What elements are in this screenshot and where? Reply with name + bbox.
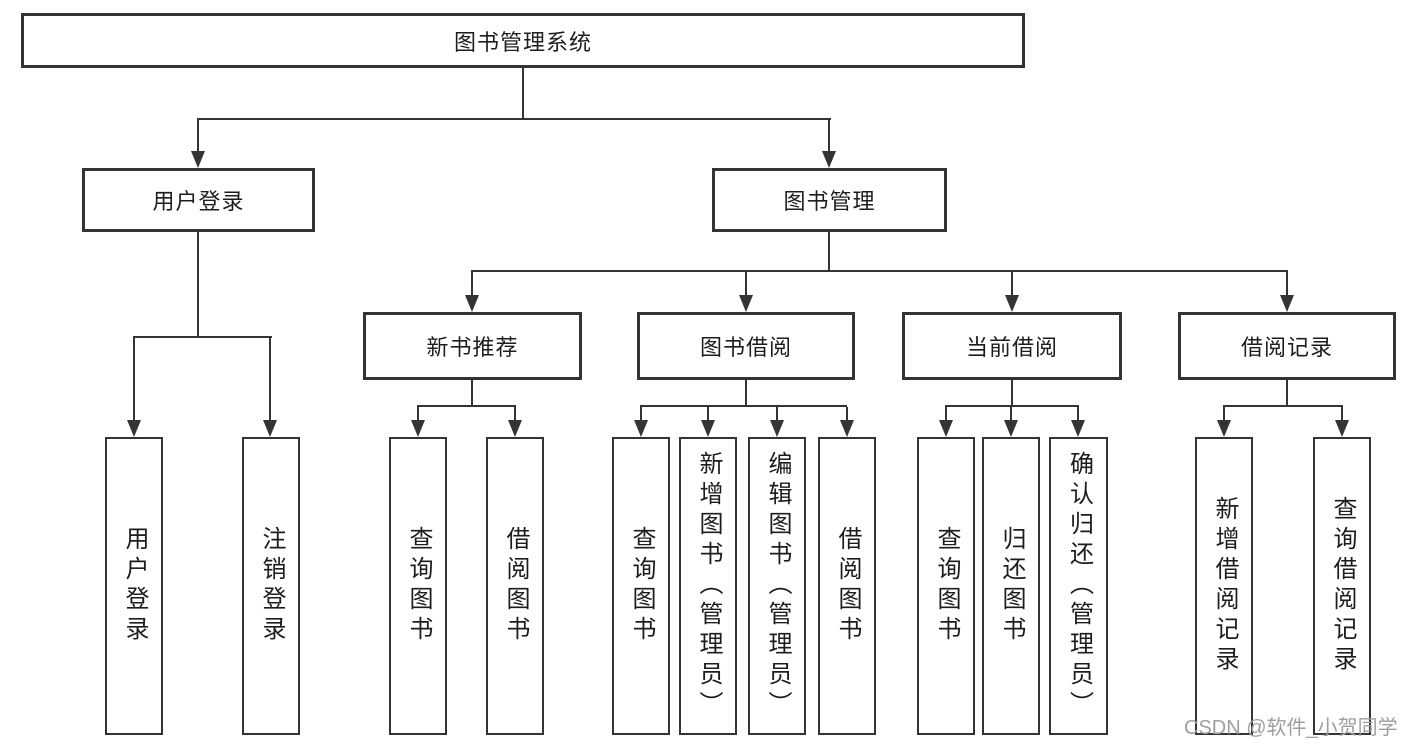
- arrow-down-icon: [822, 151, 836, 168]
- connector-mgmt-stub-1: [471, 272, 473, 295]
- connector-records-vline: [1286, 380, 1288, 405]
- connector-recommend-stub-2: [514, 407, 516, 420]
- leaf-logout-login-label: 注销登录: [258, 526, 285, 646]
- node-book-borrowing-label: 图书借阅: [699, 335, 792, 360]
- node-root-label: 图书管理系统: [453, 29, 592, 55]
- connector-current-hline: [945, 405, 1079, 407]
- leaf-query-books-current: 查询图书: [917, 437, 975, 735]
- arrow-down-icon: [739, 295, 753, 312]
- leaf-borrow-books-recommend-label: 借阅图书: [502, 526, 529, 646]
- node-user-login-label: 用户登录: [152, 189, 245, 214]
- connector-root-stub-right: [828, 120, 830, 152]
- connector-mgmt-stub-4: [1286, 272, 1288, 295]
- connector-recommend-stub-1: [417, 407, 419, 420]
- leaf-user-login: 用户登录: [105, 437, 163, 735]
- node-new-book-recommend-label: 新书推荐: [426, 335, 519, 360]
- leaf-borrow-books-borrow: 借阅图书: [818, 437, 876, 735]
- connector-current-vline: [1011, 380, 1013, 405]
- arrow-down-icon: [1005, 295, 1019, 312]
- connector-current-stub-2: [1010, 407, 1012, 420]
- connector-root-vline: [522, 68, 524, 118]
- csdn-watermark: CSDN @软件_小贺同学: [1184, 717, 1398, 739]
- arrow-down-icon: [1071, 420, 1085, 437]
- connector-login-stub-1: [133, 338, 135, 420]
- arrow-down-icon: [1004, 420, 1018, 437]
- connector-current-stub-1: [945, 407, 947, 420]
- connector-borrowing-stub-1: [640, 407, 642, 420]
- leaf-query-borrow-record-label: 查询借阅记录: [1329, 496, 1356, 676]
- arrow-down-icon: [1217, 420, 1231, 437]
- leaf-borrow-books-borrow-label: 借阅图书: [834, 526, 861, 646]
- leaf-logout-login: 注销登录: [242, 437, 300, 735]
- leaf-query-books-recommend: 查询图书: [389, 437, 447, 735]
- leaf-add-borrow-record-label: 新增借阅记录: [1211, 496, 1238, 676]
- node-book-borrowing: 图书借阅: [637, 312, 855, 380]
- leaf-add-books-admin-label: 新增图书（管理员）: [695, 451, 722, 721]
- leaf-query-books-current-label: 查询图书: [933, 526, 960, 646]
- leaf-user-login-label: 用户登录: [121, 526, 148, 646]
- arrow-down-icon: [263, 420, 277, 437]
- node-borrow-records: 借阅记录: [1178, 312, 1396, 380]
- node-root: 图书管理系统: [21, 13, 1025, 68]
- connector-mgmt-hline: [471, 270, 1288, 272]
- node-current-borrowing: 当前借阅: [902, 312, 1122, 380]
- leaf-add-borrow-record: 新增借阅记录: [1195, 437, 1253, 735]
- connector-records-stub-2: [1341, 407, 1343, 420]
- arrow-down-icon: [508, 420, 522, 437]
- connector-mgmt-stub-2: [745, 272, 747, 295]
- arrow-down-icon: [770, 420, 784, 437]
- connector-records-hline: [1223, 405, 1343, 407]
- connector-root-hline: [197, 118, 831, 120]
- node-borrow-records-label: 借阅记录: [1240, 335, 1333, 360]
- arrow-down-icon: [634, 420, 648, 437]
- leaf-return-books: 归还图书: [982, 437, 1040, 735]
- arrow-down-icon: [465, 295, 479, 312]
- leaf-confirm-return-admin-label: 确认归还（管理员）: [1065, 451, 1093, 721]
- connector-login-vline: [197, 232, 199, 336]
- node-book-management: 图书管理: [712, 168, 947, 232]
- leaf-borrow-books-recommend: 借阅图书: [486, 437, 544, 735]
- node-current-borrowing-label: 当前借阅: [965, 335, 1058, 360]
- leaf-query-books-borrow: 查询图书: [612, 437, 670, 735]
- connector-mgmt-stub-3: [1011, 272, 1013, 295]
- connector-borrowing-stub-3: [776, 407, 778, 420]
- connector-records-stub-1: [1223, 407, 1225, 420]
- leaf-edit-books-admin: 编辑图书（管理员）: [748, 437, 806, 735]
- arrow-down-icon: [1335, 420, 1349, 437]
- arrow-down-icon: [701, 420, 715, 437]
- connector-borrowing-vline: [745, 380, 747, 405]
- arrow-down-icon: [939, 420, 953, 437]
- leaf-add-books-admin: 新增图书（管理员）: [679, 437, 737, 735]
- arrow-down-icon: [191, 151, 205, 168]
- leaf-query-borrow-record: 查询借阅记录: [1313, 437, 1371, 735]
- node-new-book-recommend: 新书推荐: [363, 312, 582, 380]
- leaf-confirm-return-admin: 确认归还（管理员）: [1049, 437, 1108, 735]
- connector-borrowing-hline: [640, 405, 847, 407]
- connector-borrowing-stub-2: [707, 407, 709, 420]
- connector-recommend-vline: [471, 380, 473, 405]
- leaf-edit-books-admin-label: 编辑图书（管理员）: [764, 451, 791, 721]
- arrow-down-icon: [411, 420, 425, 437]
- node-book-management-label: 图书管理: [783, 189, 876, 214]
- arrow-down-icon: [840, 420, 854, 437]
- arrow-down-icon: [1280, 295, 1294, 312]
- arrow-down-icon: [127, 420, 141, 437]
- connector-login-hline: [133, 336, 272, 338]
- connector-borrowing-stub-4: [846, 407, 848, 420]
- connector-recommend-hline: [417, 405, 516, 407]
- connector-login-stub-2: [269, 338, 271, 420]
- node-user-login: 用户登录: [82, 168, 315, 232]
- leaf-return-books-label: 归还图书: [998, 526, 1025, 646]
- leaf-query-books-recommend-label: 查询图书: [405, 526, 432, 646]
- leaf-query-books-borrow-label: 查询图书: [628, 526, 655, 646]
- connector-root-stub-left: [197, 120, 199, 152]
- connector-current-stub-3: [1077, 407, 1079, 420]
- connector-mgmt-vline: [828, 232, 830, 270]
